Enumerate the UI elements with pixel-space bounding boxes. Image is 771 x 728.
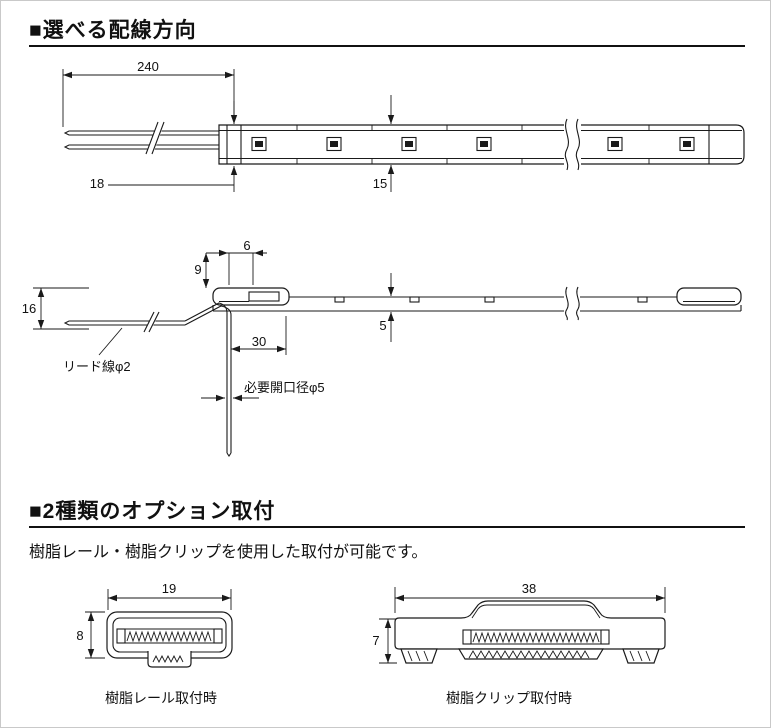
clip-dimensions bbox=[379, 587, 666, 664]
cut-marks bbox=[296, 125, 650, 164]
dim-rail-width: 19 bbox=[161, 581, 177, 596]
dim-hole-offset: 30 bbox=[251, 334, 267, 349]
clip-cross-section bbox=[379, 587, 666, 664]
rail-cross-section bbox=[85, 589, 233, 668]
options-description: 樹脂レール・樹脂クリップを使用した取付が可能です。 bbox=[29, 544, 428, 561]
dim-rail-height: 8 bbox=[76, 628, 84, 643]
dim-bend-height: 9 bbox=[194, 262, 202, 277]
side-view-dimensions bbox=[33, 249, 395, 402]
required-opening-label: 必要開口径φ5 bbox=[244, 380, 325, 395]
rail-dimensions bbox=[85, 589, 232, 659]
options-section-heading: ■2種類のオプション取付 bbox=[29, 500, 276, 523]
dim-end-offset: 6 bbox=[243, 238, 251, 253]
dim-lead-length: 240 bbox=[137, 59, 159, 74]
rail-caption: 樹脂レール取付時 bbox=[105, 690, 217, 706]
dim-thickness: 5 bbox=[379, 318, 387, 333]
led-strip-top-view bbox=[63, 118, 745, 171]
lead-wire-label: リード線φ2 bbox=[63, 359, 131, 374]
dim-body-width: 15 bbox=[372, 176, 388, 191]
led-strip-side-view bbox=[63, 286, 742, 457]
led-modules bbox=[251, 136, 695, 152]
dim-end-width: 18 bbox=[89, 176, 105, 191]
dim-total-height: 16 bbox=[21, 301, 37, 316]
clip-caption: 樹脂クリップ取付時 bbox=[446, 690, 572, 706]
lead-wire-downward bbox=[63, 302, 232, 457]
wiring-section-divider bbox=[29, 45, 745, 47]
clip-feet bbox=[400, 648, 660, 664]
dim-clip-height: 7 bbox=[372, 633, 380, 648]
wiring-section-heading: ■選べる配線方向 bbox=[29, 19, 197, 42]
top-view-dimensions bbox=[62, 69, 395, 192]
dim-clip-width: 38 bbox=[521, 581, 537, 596]
options-section-divider bbox=[29, 526, 745, 528]
